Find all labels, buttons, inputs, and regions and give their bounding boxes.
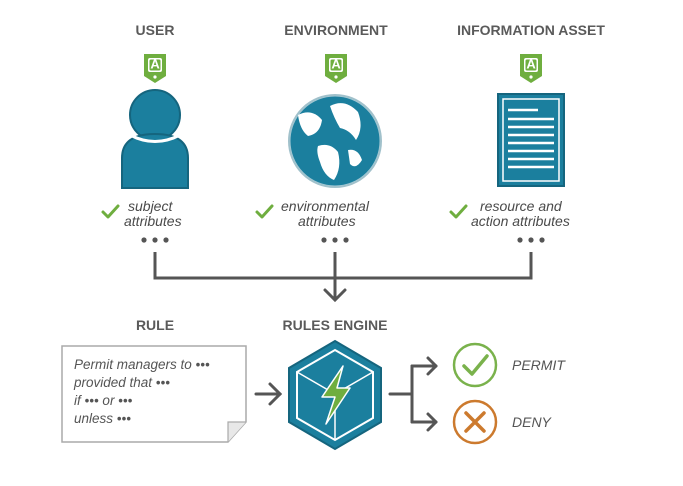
rule-heading: RULE [136,317,174,333]
rule-line-4: unless ••• [74,411,131,426]
outcome-branch-arrows [388,356,438,432]
badge-letter: A [150,57,160,72]
rule-card-fold [227,421,246,442]
resource-attr-line2: action attributes [471,213,570,229]
lightning-icon [321,365,351,425]
user-attribute-badge-icon: A [144,54,166,83]
globe-icon [287,93,383,189]
checkmark-icon [449,204,468,219]
deny-label: DENY [512,414,553,430]
environment-attribute-badge-icon: A [325,54,347,83]
document-icon [497,93,565,187]
environment-heading: ENVIRONMENT [284,22,388,38]
user-icon [121,89,189,189]
permit-outcome: PERMIT [452,342,566,388]
user-heading: USER [136,22,175,38]
checkmark-icon [255,204,274,219]
deny-outcome: DENY [452,399,553,445]
subject-attributes: subject attributes [101,198,182,229]
environmental-attr-line1: environmental [281,198,370,214]
rules-engine-heading: RULES ENGINE [282,317,387,333]
asset-attribute-badge-icon: A [520,54,542,83]
rule-to-engine-arrow-icon [254,382,283,406]
rule-line-3: if ••• or ••• [74,393,133,408]
checkmark-icon [452,342,498,388]
environmental-attr-line2: attributes [298,213,356,229]
merge-connector [153,252,533,303]
subject-attr-line2: attributes [124,213,182,229]
subject-attr-line1: subject [128,198,173,214]
badge-letter: A [526,57,536,72]
resource-attributes: resource and action attributes [449,198,570,229]
permit-label: PERMIT [512,357,566,373]
rules-engine-hexagon [288,339,382,451]
checkmark-icon [101,204,120,219]
resource-attr-line1: resource and [480,198,563,214]
information-asset-heading: INFORMATION ASSET [457,22,605,38]
environmental-attributes: environmental attributes [255,198,370,229]
rule-line-2: provided that ••• [73,375,170,390]
rule-line-1: Permit managers to ••• [74,357,210,372]
more-dots-icon [141,237,545,243]
badge-letter: A [331,57,341,72]
